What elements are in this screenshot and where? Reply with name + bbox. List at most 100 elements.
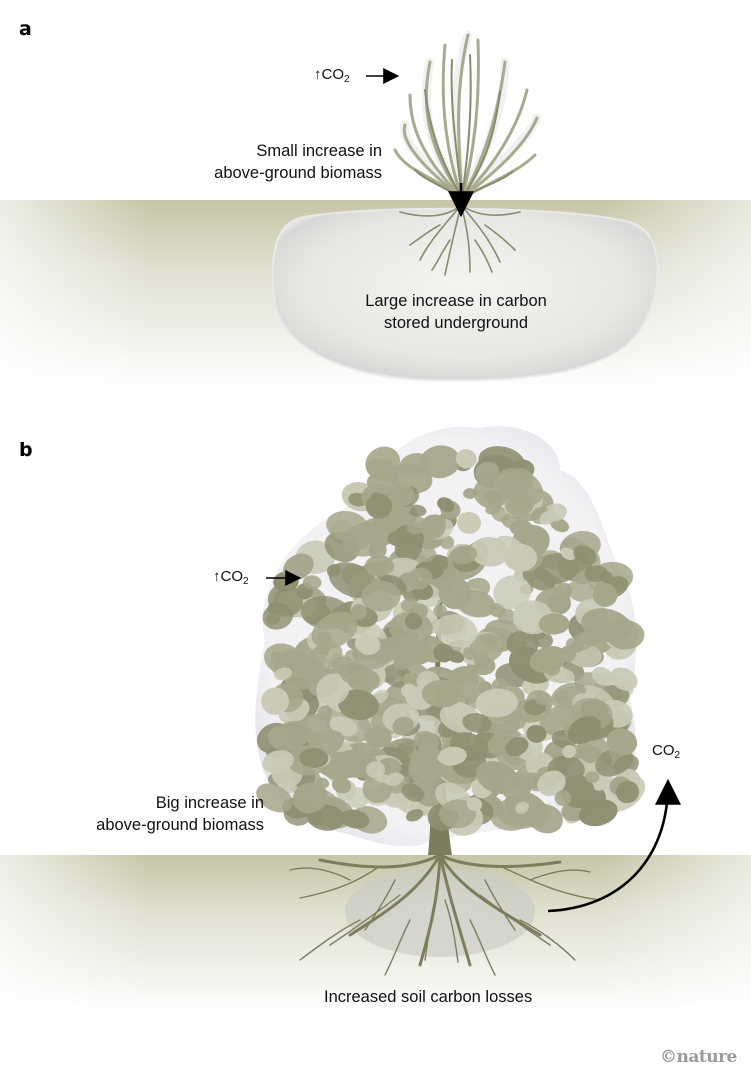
foliage-blob <box>562 745 577 759</box>
foliage-blob <box>581 745 600 764</box>
foliage-blob <box>606 728 638 756</box>
foliage-blob <box>509 519 534 537</box>
foliage-blob <box>274 667 293 681</box>
foliage-blob <box>439 799 477 829</box>
foliage-blob <box>526 724 547 743</box>
foliage-blob <box>591 666 614 686</box>
foliage-blob <box>433 604 447 618</box>
carbon-pool-b <box>345 867 535 957</box>
foliage-blob <box>566 580 597 603</box>
tree-icon <box>256 445 646 836</box>
co2-subscript: 2 <box>674 750 681 761</box>
tree-roots <box>289 853 601 976</box>
carbon-pool-a <box>271 207 659 382</box>
foliage-blob <box>370 492 384 505</box>
foliage-blob <box>554 790 572 806</box>
foliage-blob <box>573 545 597 566</box>
foliage-blob <box>446 650 465 663</box>
underground-label-a: Large increase in carbon stored undergro… <box>320 290 592 334</box>
foliage-blob <box>317 705 333 721</box>
co2-subscript: 2 <box>344 74 350 85</box>
co2-label-b: ↑CO2 <box>213 568 249 587</box>
foliage-blob <box>592 583 618 607</box>
foliage-blob <box>615 780 640 804</box>
panel-b-letter: b <box>19 439 33 461</box>
above-ground-label-a-line2: above-ground biomass <box>214 164 382 182</box>
foliage-blob <box>493 575 532 610</box>
foliage-blob <box>262 603 294 630</box>
foliage-blob <box>573 631 596 651</box>
foliage-blob <box>421 514 446 532</box>
up-arrow-icon: ↑ <box>314 66 322 83</box>
foliage-blob <box>400 683 418 698</box>
foliage-blob <box>311 611 358 649</box>
foliage-blob <box>476 761 518 794</box>
foliage-blob <box>457 512 481 534</box>
foliage-blob <box>581 608 632 643</box>
foliage-blob <box>292 782 328 814</box>
co2-text: CO <box>220 568 244 585</box>
above-ground-label-b-line1: Big increase in <box>155 794 264 812</box>
foliage-blob <box>505 494 534 517</box>
grass-icon <box>393 30 542 200</box>
foliage-blob <box>502 468 534 497</box>
foliage-blob <box>466 797 483 812</box>
foliage-blob <box>449 545 478 565</box>
foliage-blob <box>437 497 455 512</box>
above-ground-label-b-line2: above-ground biomass <box>96 816 264 834</box>
foliage-blob <box>534 691 550 706</box>
above-ground-label-b: Big increase in above-ground biomass <box>30 792 264 836</box>
foliage-blob <box>365 726 392 748</box>
foliage-blob <box>364 555 395 577</box>
panel-a-letter: a <box>19 18 32 40</box>
foliage-blob <box>505 736 529 757</box>
foliage-blob <box>463 488 477 499</box>
foliage-blob <box>538 613 570 635</box>
foliage-blob <box>261 687 289 715</box>
co2-subscript: 2 <box>243 576 249 587</box>
foliage-blob <box>473 654 490 668</box>
underground-label-a-line2: stored underground <box>383 314 529 332</box>
foliage-blob <box>392 483 415 507</box>
foliage-blob <box>462 713 492 733</box>
above-ground-label-a-line1: Small increase in <box>256 142 382 160</box>
foliage-blob <box>418 547 437 563</box>
foliage-blob <box>462 647 477 661</box>
foliage-blob <box>610 667 638 691</box>
foliage-blob <box>405 809 424 822</box>
underground-label-a-line1: Large increase in carbon <box>365 292 547 310</box>
foliage-blob <box>515 801 529 814</box>
foliage-blob <box>299 747 329 769</box>
foliage-blob <box>256 783 293 813</box>
foliage-blob <box>419 445 461 479</box>
foliage-blob <box>421 679 463 708</box>
foliage-blob <box>522 565 556 591</box>
foliage-blob <box>345 649 361 661</box>
co2-release-label: CO2 <box>652 742 680 761</box>
foliage-blob <box>262 750 294 774</box>
foliage-blob <box>408 755 443 786</box>
foliage-blob <box>338 689 379 721</box>
foliage-blob <box>354 633 381 655</box>
foliage-blob <box>434 614 478 648</box>
foliage-blob <box>271 651 282 663</box>
foliage-blob <box>368 541 387 560</box>
foliage-blob <box>407 504 427 517</box>
foliage-blob <box>384 772 404 786</box>
foliage-blob <box>406 516 427 535</box>
foliage-blob <box>537 770 566 797</box>
foliage-blob <box>281 732 295 746</box>
foliage-blob <box>361 580 401 612</box>
foliage-blob <box>585 771 600 784</box>
foliage-blob <box>558 594 571 608</box>
nature-credit: ©nature <box>660 1047 737 1067</box>
foliage-blob <box>473 476 510 509</box>
foliage-blob <box>393 655 412 670</box>
foliage-blob <box>539 510 557 525</box>
foliage-blob <box>340 809 370 829</box>
foliage-blob <box>332 777 352 794</box>
foliage-blob <box>584 565 609 582</box>
up-arrow-icon: ↑ <box>213 568 221 585</box>
foliage-blob <box>455 449 477 469</box>
